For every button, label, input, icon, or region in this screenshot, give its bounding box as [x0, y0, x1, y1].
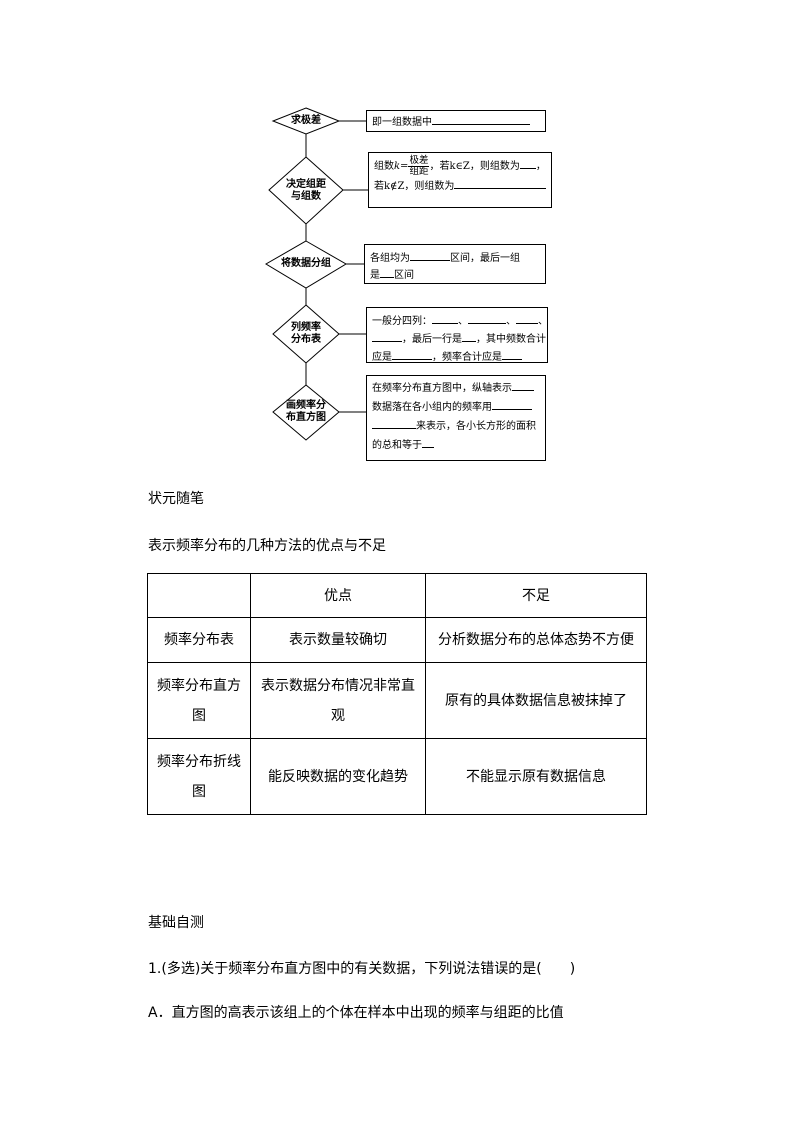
step-4-text-6: ，其中频数合计: [476, 334, 546, 345]
step-4-text-7: 应是: [372, 352, 392, 363]
answer-blank: [380, 266, 394, 278]
step-3-text-1: 各组均为: [370, 253, 410, 264]
step-2-label: 决定组距 与组数: [276, 179, 336, 203]
answer-blank: [502, 348, 522, 360]
step-4-text-2: 、: [458, 316, 468, 327]
answer-blank: [462, 330, 476, 342]
step-4-text-1: 一般分四列：: [372, 316, 432, 327]
row-1-con: 分析数据分布的总体态势不方便: [425, 617, 647, 663]
step-3-text-3: 是: [370, 270, 380, 281]
step-1-label: 求极差: [291, 115, 321, 126]
row-2-name-line2: 图: [192, 707, 206, 724]
answer-blank: [432, 113, 530, 125]
step-5-text-3: 来表示，各小长方形的面积: [416, 421, 536, 432]
step-5-text-1: 在频率分布直方图中，纵轴表示: [372, 383, 512, 394]
table-title: 表示频率分布的几种方法的优点与不足: [148, 538, 386, 554]
answer-blank: [454, 177, 547, 189]
answer-blank: [422, 436, 434, 448]
step-1-box-text: 即一组数据中: [372, 117, 432, 128]
step-5-label-line1: 画频率分: [286, 400, 326, 411]
table-row: 频率分布直方图 表示数据分布情况非常直观 原有的具体数据信息被抹掉了: [147, 662, 647, 739]
flowchart-lines: [265, 107, 368, 441]
step-2-box: 组数k=极差组距，若k∈Z，则组数为 ， 若k∉Z，则组数为: [368, 152, 552, 208]
diamond-3: [265, 240, 347, 289]
step-1-box: 即一组数据中: [366, 110, 546, 132]
answer-blank: [372, 330, 402, 342]
step-5-text-2: 数据落在各小组内的频率用: [372, 402, 492, 413]
fraction-numerator: 极差: [408, 155, 430, 167]
step-4-text-3: 、: [506, 316, 516, 327]
step-4-label-line1: 列频率: [291, 322, 321, 333]
answer-blank: [516, 312, 538, 324]
row-3-name-line1: 频率分布折线: [157, 753, 241, 770]
diamond-4: [272, 304, 340, 364]
table-header-row: 优点 不足: [147, 573, 647, 618]
answer-blank: [410, 249, 450, 261]
row-1-name: 频率分布表: [147, 617, 251, 663]
fraction-denominator: 组距: [409, 166, 429, 177]
answer-blank: [519, 157, 536, 169]
answer-blank: [372, 417, 416, 429]
row-3-pro: 能反映数据的变化趋势: [250, 738, 426, 815]
step-4-text-8: ，频率合计应是: [432, 352, 502, 363]
step-4-box: 一般分四列： 、 、 、 ，最后一行是 ，其中频数合计 应是 ，频率合计应是: [366, 307, 548, 363]
row-2-con: 原有的具体数据信息被抹掉了: [425, 662, 647, 739]
step-3-label: 将数据分组: [281, 258, 331, 269]
step-3-text-2: 区间，最后一组: [450, 253, 520, 264]
row-2-name-line1: 频率分布直方: [157, 677, 241, 694]
row-2-name: 频率分布直方图: [147, 662, 251, 739]
step-5-label-line2: 布直方图: [286, 412, 326, 423]
step-2-text-2: ，若k∈Z，则组数为: [429, 161, 520, 172]
diamond-5: [272, 384, 340, 441]
row-3-name: 频率分布折线图: [147, 738, 251, 815]
row-3-con: 不能显示原有数据信息: [425, 738, 647, 815]
row-2-pro-line2: 观: [331, 707, 345, 724]
step-4-text-5: ，最后一行是: [402, 334, 462, 345]
row-3-name-line2: 图: [192, 783, 206, 800]
comparison-table: 优点 不足 频率分布表 表示数量较确切 分析数据分布的总体态势不方便 频率分布直…: [147, 573, 647, 815]
step-2-text-3: ，: [535, 161, 546, 172]
step-2-label-line1: 决定组距: [286, 179, 326, 190]
answer-blank: [512, 379, 534, 391]
step-5-text-4: 的总和等于: [372, 440, 422, 451]
step-4-label-line2: 分布表: [291, 334, 321, 345]
diamond-2: [268, 156, 344, 225]
self-test-title: 基础自测: [148, 915, 204, 931]
table-header-empty: [147, 573, 251, 618]
step-2-label-line2: 与组数: [291, 191, 321, 202]
row-2-pro-line1: 表示数据分布情况非常直: [261, 677, 415, 694]
row-1-pro: 表示数量较确切: [250, 617, 426, 663]
table-row: 频率分布折线图 能反映数据的变化趋势 不能显示原有数据信息: [147, 738, 647, 815]
table-header-pros: 优点: [250, 573, 426, 618]
step-3-text-4: 区间: [394, 270, 414, 281]
step-5-box: 在频率分布直方图中，纵轴表示 数据落在各小组内的频率用 来表示，各小长方形的面积…: [366, 375, 546, 461]
range-over-width-fraction: 极差组距: [408, 155, 430, 177]
table-row: 频率分布表 表示数量较确切 分析数据分布的总体态势不方便: [147, 617, 647, 663]
row-2-pro: 表示数据分布情况非常直观: [250, 662, 426, 739]
question-1-option-a: A．直方图的高表示该组上的个体在样本中出现的频率与组距的比值: [148, 1005, 564, 1021]
k-variable: k=: [394, 161, 409, 172]
answer-blank: [492, 398, 532, 410]
step-2-text-4: 若k∉Z，则组数为: [374, 181, 455, 192]
answer-blank: [392, 348, 432, 360]
diamond-1: [271, 107, 341, 135]
notes-title: 状元随笔: [148, 491, 204, 507]
question-1-stem: 1.(多选)关于频率分布直方图中的有关数据，下列说法错误的是( ): [148, 961, 576, 977]
step-4-label: 列频率 分布表: [276, 322, 336, 346]
answer-blank: [432, 312, 458, 324]
answer-blank: [468, 312, 506, 324]
step-3-box: 各组均为 区间，最后一组 是 区间: [364, 244, 546, 284]
step-2-text-1: 组数: [374, 161, 394, 172]
step-4-text-4: 、: [538, 316, 548, 327]
table-header-cons: 不足: [425, 573, 647, 618]
step-5-label: 画频率分 布直方图: [276, 400, 336, 424]
